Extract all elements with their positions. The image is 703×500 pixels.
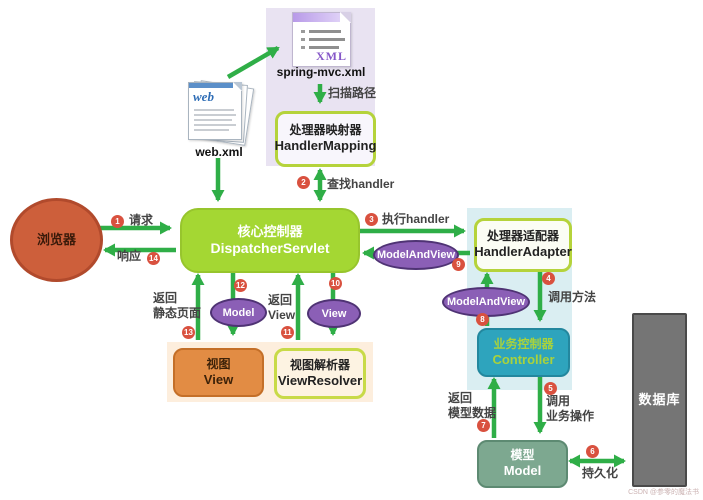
step-badge-9: 9	[452, 258, 465, 271]
label-return-static-line2: 静态页面	[153, 306, 202, 320]
step-badge-7: 7	[477, 419, 490, 432]
label-invoke-line1: 调用	[546, 394, 571, 408]
view-en: View	[203, 371, 234, 387]
step-badge-12: 12	[234, 279, 247, 292]
label-return-view-line2: View	[268, 308, 296, 322]
model-zh: 模型	[510, 448, 535, 463]
step-badge-5: 5	[544, 382, 557, 395]
model-and-view-ellipse-1: ModelAndView	[373, 240, 459, 270]
model-ellipse: Model	[210, 298, 267, 327]
label-request: 请求	[129, 213, 154, 227]
step-badge-13: 13	[182, 326, 195, 339]
step-badge-14: 14	[147, 252, 160, 265]
xml-file-header-band	[293, 13, 350, 22]
label-return-model-line1: 返回	[448, 391, 473, 405]
model-en: Model	[503, 463, 542, 479]
handler-adapter-zh: 处理器适配器	[486, 229, 559, 244]
view-ellipse: View	[307, 299, 361, 328]
browser-label: 浏览器	[36, 231, 76, 247]
step-badge-4: 4	[542, 272, 555, 285]
spring-mvc-xml-file-icon: XML	[292, 12, 351, 67]
dispatcher-en: DispatcherServlet	[210, 239, 330, 256]
web-xml-front-page: web	[188, 82, 242, 140]
step-badge-2: 2	[297, 176, 310, 189]
label-execute-handler: 执行handler	[382, 212, 450, 226]
label-find-handler: 查找handler	[327, 177, 395, 191]
controller-en: Controller	[492, 351, 555, 367]
step-badge-3: 3	[365, 213, 378, 226]
view-resolver-zh: 视图解析器	[289, 357, 350, 372]
xml-file-type-text: XML	[316, 49, 347, 63]
label-response: 响应	[117, 249, 142, 263]
web-xml-label: web.xml	[195, 145, 243, 159]
label-return-static-line1: 返回	[153, 291, 178, 305]
controller-node: 业务控制器 Controller	[477, 328, 570, 377]
label-invoke-method: 调用方法	[548, 290, 597, 304]
xml-file-text-line	[301, 30, 341, 33]
step-badge-10: 10	[329, 277, 342, 290]
label-return-view-line1: 返回	[268, 293, 293, 307]
database-node: 数据库	[632, 313, 687, 487]
handler-mapping-en: HandlerMapping	[274, 138, 377, 154]
step-badge-8: 8	[476, 313, 489, 326]
arrow-webxml-to-springxml	[226, 46, 280, 79]
database-label: 数据库	[638, 391, 681, 407]
xml-file-text-line	[301, 38, 345, 41]
dispatcher-zh: 核心控制器	[237, 223, 303, 239]
label-return-view: 返回 View	[268, 293, 295, 323]
view-resolver-node: 视图解析器 ViewResolver	[274, 348, 366, 399]
step-badge-1: 1	[111, 215, 124, 228]
handler-mapping-zh: 处理器映射器	[289, 123, 362, 138]
label-return-model-data: 返回 模型数据	[448, 391, 496, 421]
csdn-watermark: CSDN @参零的魔法书	[628, 489, 699, 496]
web-xml-fold-corner	[233, 82, 242, 91]
web-file-type-text: web	[193, 89, 214, 104]
web-xml-file-icon: web	[188, 80, 255, 146]
step-badge-11: 11	[281, 326, 294, 339]
xml-file-fold-corner	[340, 12, 351, 23]
controller-zh: 业务控制器	[493, 336, 554, 351]
label-scan-path: 扫描路径	[328, 86, 377, 100]
web-xml-header-band	[189, 83, 241, 88]
label-return-model-line2: 模型数据	[448, 406, 497, 420]
browser-node: 浏览器	[10, 198, 103, 282]
handler-adapter-node: 处理器适配器 HandlerAdapter	[474, 218, 572, 272]
view-node: 视图 View	[173, 348, 264, 397]
label-invoke-line2: 业务操作	[546, 409, 595, 423]
view-zh: 视图	[206, 356, 231, 371]
label-return-static-page: 返回 静态页面	[153, 291, 201, 321]
spring-mvc-xml-label: spring-mvc.xml	[276, 65, 366, 79]
xml-file-text-line	[301, 46, 339, 49]
model-node: 模型 Model	[477, 440, 568, 488]
dispatcher-servlet-node: 核心控制器 DispatcherServlet	[180, 208, 360, 273]
step-badge-6: 6	[586, 445, 599, 458]
model-and-view-ellipse-2: ModelAndView	[442, 287, 530, 317]
handler-adapter-en: HandlerAdapter	[474, 244, 572, 260]
label-invoke-business: 调用 业务操作	[546, 394, 594, 424]
view-resolver-en: ViewResolver	[277, 372, 363, 388]
label-persist: 持久化	[582, 466, 619, 480]
handler-mapping-node: 处理器映射器 HandlerMapping	[275, 111, 376, 167]
